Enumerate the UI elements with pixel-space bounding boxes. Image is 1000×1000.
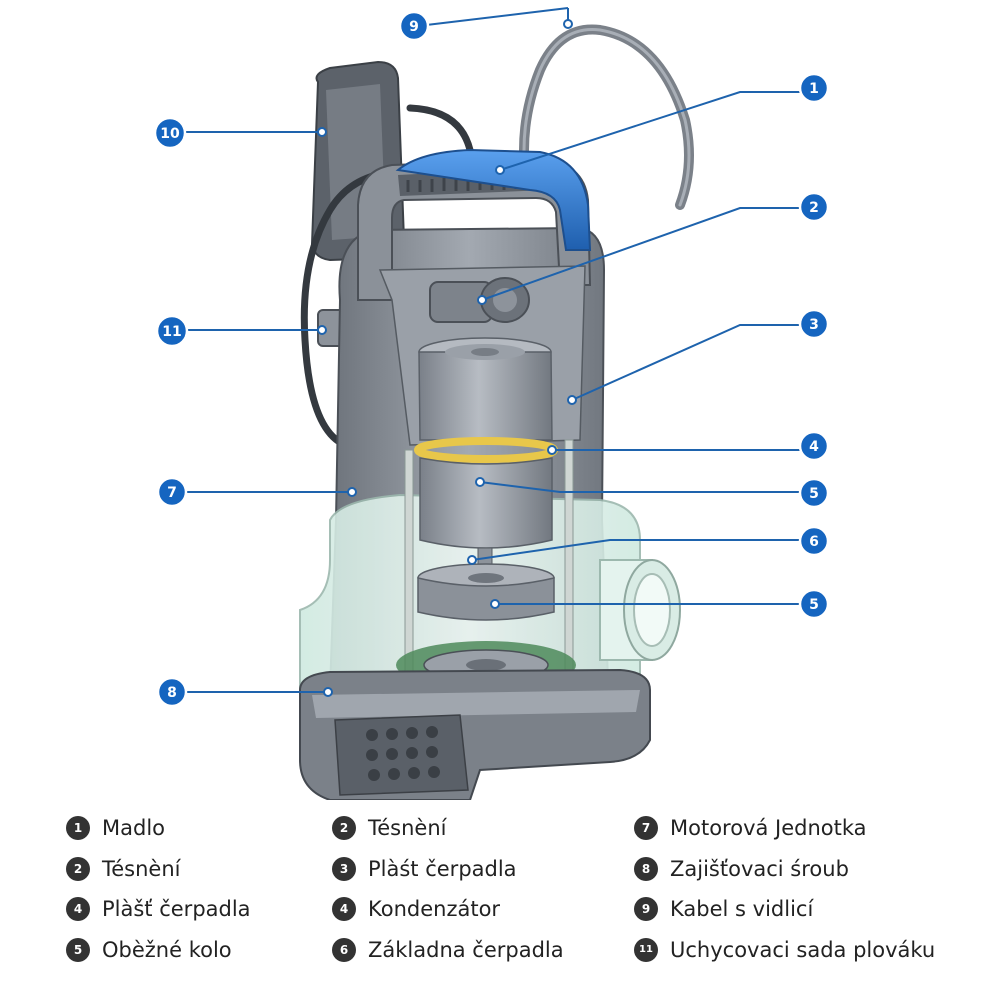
seal [429,277,530,323]
svg-text:9: 9 [409,19,419,35]
legend-item: 7 Motorová Jednotka [634,808,935,849]
legend-column-2: 2 Tésnèní 3 Plàśt čerpadla 4 Kondenzátor… [332,808,564,970]
callout-badge-4: 4 [798,430,830,462]
callout-badge-2: 2 [798,191,830,223]
legend-label: Základna čerpadla [368,937,564,962]
legend-label: Motorová Jednotka [670,816,867,841]
legend-item: 4 Plàšť čerpadla [66,889,251,930]
svg-text:8: 8 [167,685,177,701]
legend-label: Obèžné kolo [102,937,232,962]
legend-label: Tésnèní [368,816,447,841]
svg-text:3: 3 [809,317,819,333]
callout-badge-8: 8 [156,676,188,708]
pump-cutaway-diagram: 1 2 3 4 5 5 6 7 8 9 10 11 [153,7,830,800]
legend-item: 11 Uchycovaci sada plováku [634,930,935,971]
legend-number-badge: 1 [66,816,90,841]
callout-badge-5a: 5 [798,477,830,509]
svg-text:5: 5 [809,486,819,502]
legend-label: Kabel s vidlicí [670,897,814,922]
callout-badge-10: 10 [153,116,187,150]
callout-badge-11: 11 [155,314,189,348]
svg-text:2: 2 [809,200,819,216]
callout-badge-1: 1 [798,72,830,104]
legend-item: 3 Plàśt čerpadla [332,849,564,890]
legend-column-1: 1 Madlo 2 Tésnèní 4 Plàšť čerpadla 5 Obè… [66,808,251,970]
motor-unit [418,337,553,441]
handle [357,148,592,301]
callout-lines [172,7,810,697]
legend-number-badge: 9 [634,897,658,922]
svg-text:7: 7 [167,485,177,501]
svg-text:1: 1 [809,81,819,97]
callout-badge-6: 6 [798,525,830,557]
legend-label: Plàšť čerpadla [102,897,251,922]
legend-number-badge: 8 [634,856,658,881]
svg-text:5: 5 [809,597,819,613]
pump-base [299,668,651,800]
legend-item: 5 Obèžné kolo [66,930,251,971]
legend-item: 9 Kabel s vidlicí [634,889,935,930]
callout-badge-7: 7 [156,476,188,508]
outlet-port [599,559,681,661]
svg-text:4: 4 [809,439,819,455]
legend-label: Plàśt čerpadla [368,856,517,881]
legend-item: 6 Základna čerpadla [332,930,564,971]
legend-label: Uchycovaci sada plováku [670,937,936,962]
legend-column-3: 7 Motorová Jednotka 8 Zajišťovaci śroub … [634,808,935,970]
impeller [417,563,555,621]
legend-item: 2 Tésnèní [332,808,564,849]
legend-number-badge: 7 [634,816,658,841]
svg-text:10: 10 [160,126,180,142]
legend-number-badge: 6 [332,937,356,962]
legend-number-badge: 5 [66,937,90,962]
legend-label: Zajišťovaci śroub [670,856,849,881]
legend-item: 1 Madlo [66,808,251,849]
callout-badge-9: 9 [398,10,430,42]
legend-item: 2 Tésnèní [66,849,251,890]
legend-label: Tésnèní [102,856,181,881]
legend-number-badge: 3 [332,856,356,881]
legend-number-badge: 4 [332,897,356,922]
legend-item: 4 Kondenzátor [332,889,564,930]
svg-text:11: 11 [162,324,181,340]
callout-badge-5b: 5 [798,588,830,620]
legend-number-badge: 2 [66,856,90,881]
legend-label: Kondenzátor [368,897,501,922]
parts-legend: 1 Madlo 2 Tésnèní 4 Plàšť čerpadla 5 Obè… [0,808,1000,988]
legend-label: Madlo [102,816,165,841]
legend-number-badge: 4 [66,897,90,922]
callout-badge-3: 3 [798,308,830,340]
legend-item: 8 Zajišťovaci śroub [634,849,935,890]
svg-text:6: 6 [809,534,819,550]
legend-number-badge: 2 [332,816,356,841]
legend-number-badge: 11 [634,937,658,962]
